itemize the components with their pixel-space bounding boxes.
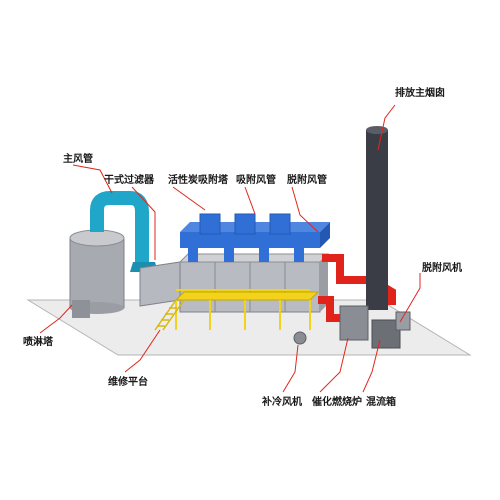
dry-filter-label: 干式过滤器 xyxy=(104,173,155,186)
maintenance-platform-label: 维修平台 xyxy=(108,375,148,388)
catalytic-furnace-label: 催化燃烧炉 xyxy=(312,395,362,408)
equipment-cluster xyxy=(293,305,411,349)
main-duct-shape xyxy=(90,191,149,268)
makeup-cooling-fan-label: 补冷风机 xyxy=(261,395,302,408)
adsorption-duct-label: 吸附风管 xyxy=(236,173,276,186)
leader-lines xyxy=(39,104,421,393)
maintenance-platform-shape xyxy=(154,289,320,331)
spray-tower xyxy=(69,229,125,318)
desorption-fan-label: 脱附风机 xyxy=(422,261,462,274)
activated-carbon-tower-label: 活性炭吸附塔 xyxy=(168,173,229,186)
desorption-duct-label: 脱附风管 xyxy=(287,173,327,186)
main-chimney-label: 排放主烟囱 xyxy=(395,86,445,99)
main-duct-label: 主风管 xyxy=(63,152,93,165)
adsorption-towers xyxy=(178,253,330,313)
mixing-box-label: 混流箱 xyxy=(366,395,396,408)
adsorption-duct-shape xyxy=(180,213,330,262)
main-chimney-shape xyxy=(366,126,388,310)
spray-tower-label: 喷淋塔 xyxy=(23,335,54,348)
